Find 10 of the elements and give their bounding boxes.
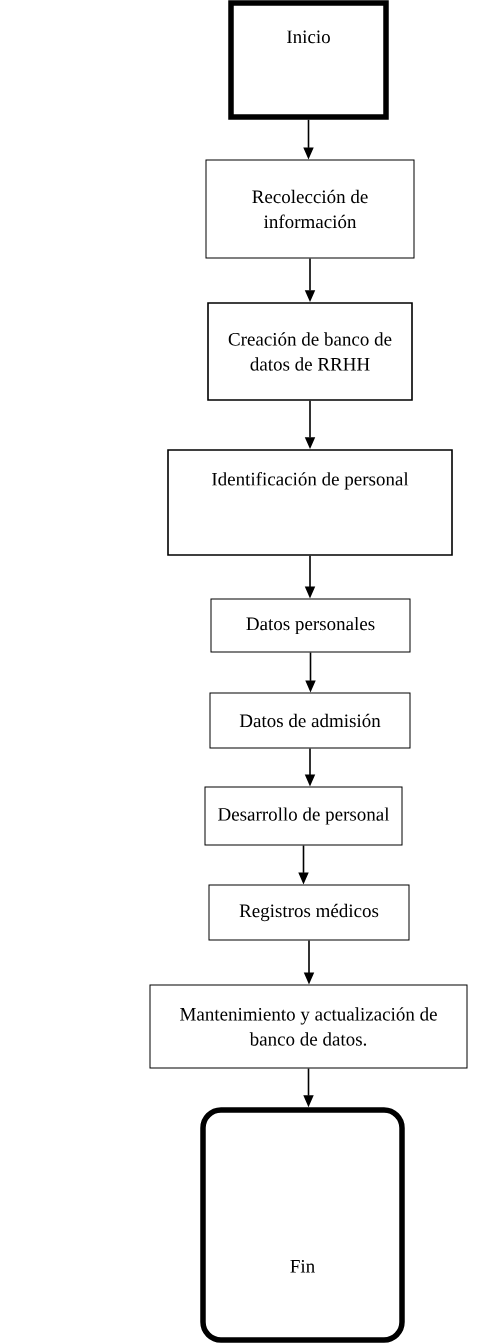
process-box: Creación de banco de datos de RRHH <box>207 302 413 401</box>
process-box: Desarrollo de personal <box>204 786 403 846</box>
process-box: Mantenimiento y actualización de banco de datos. <box>149 984 468 1069</box>
process-box: Registros médicos <box>208 884 410 941</box>
process-box: Datos personales <box>210 598 411 653</box>
process-box: Datos de admisión <box>209 692 411 749</box>
process-box: Recolección de información <box>205 159 415 259</box>
process-box: Identificación de personal <box>167 449 453 556</box>
start-box: Inicio <box>228 0 389 120</box>
end-box: Fin <box>200 1107 405 1343</box>
